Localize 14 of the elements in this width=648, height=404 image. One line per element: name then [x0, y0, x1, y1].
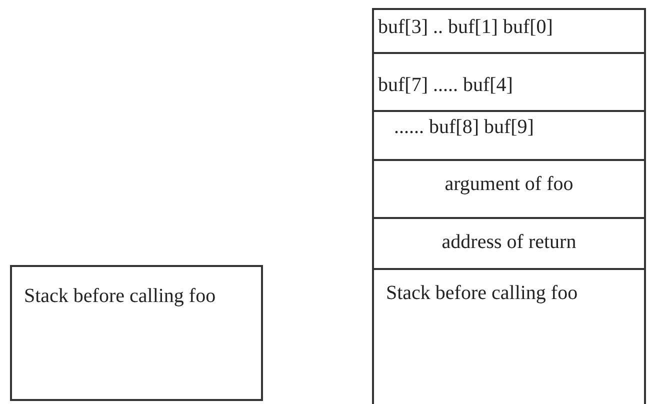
stack-frame-box [372, 159, 646, 219]
stack-frame-box [372, 110, 646, 161]
stack-frame-box [372, 268, 646, 404]
stack-frame-box [10, 265, 263, 401]
stack-frame-box [372, 217, 646, 270]
stack-label: Stack before calling foo [385, 281, 579, 306]
stack-label: argument of foo [444, 172, 574, 197]
stack-label: address of return [440, 230, 578, 255]
stack-label: buf[3] .. buf[1] buf[0] [377, 15, 554, 40]
stack-frame-box [372, 52, 646, 112]
stack-label: ...... buf[8] buf[9] [393, 115, 535, 140]
stack-label: Stack before calling foo [23, 284, 217, 309]
stack-frame-box [372, 8, 646, 54]
stack-label: buf[7] ..... buf[4] [377, 73, 514, 98]
